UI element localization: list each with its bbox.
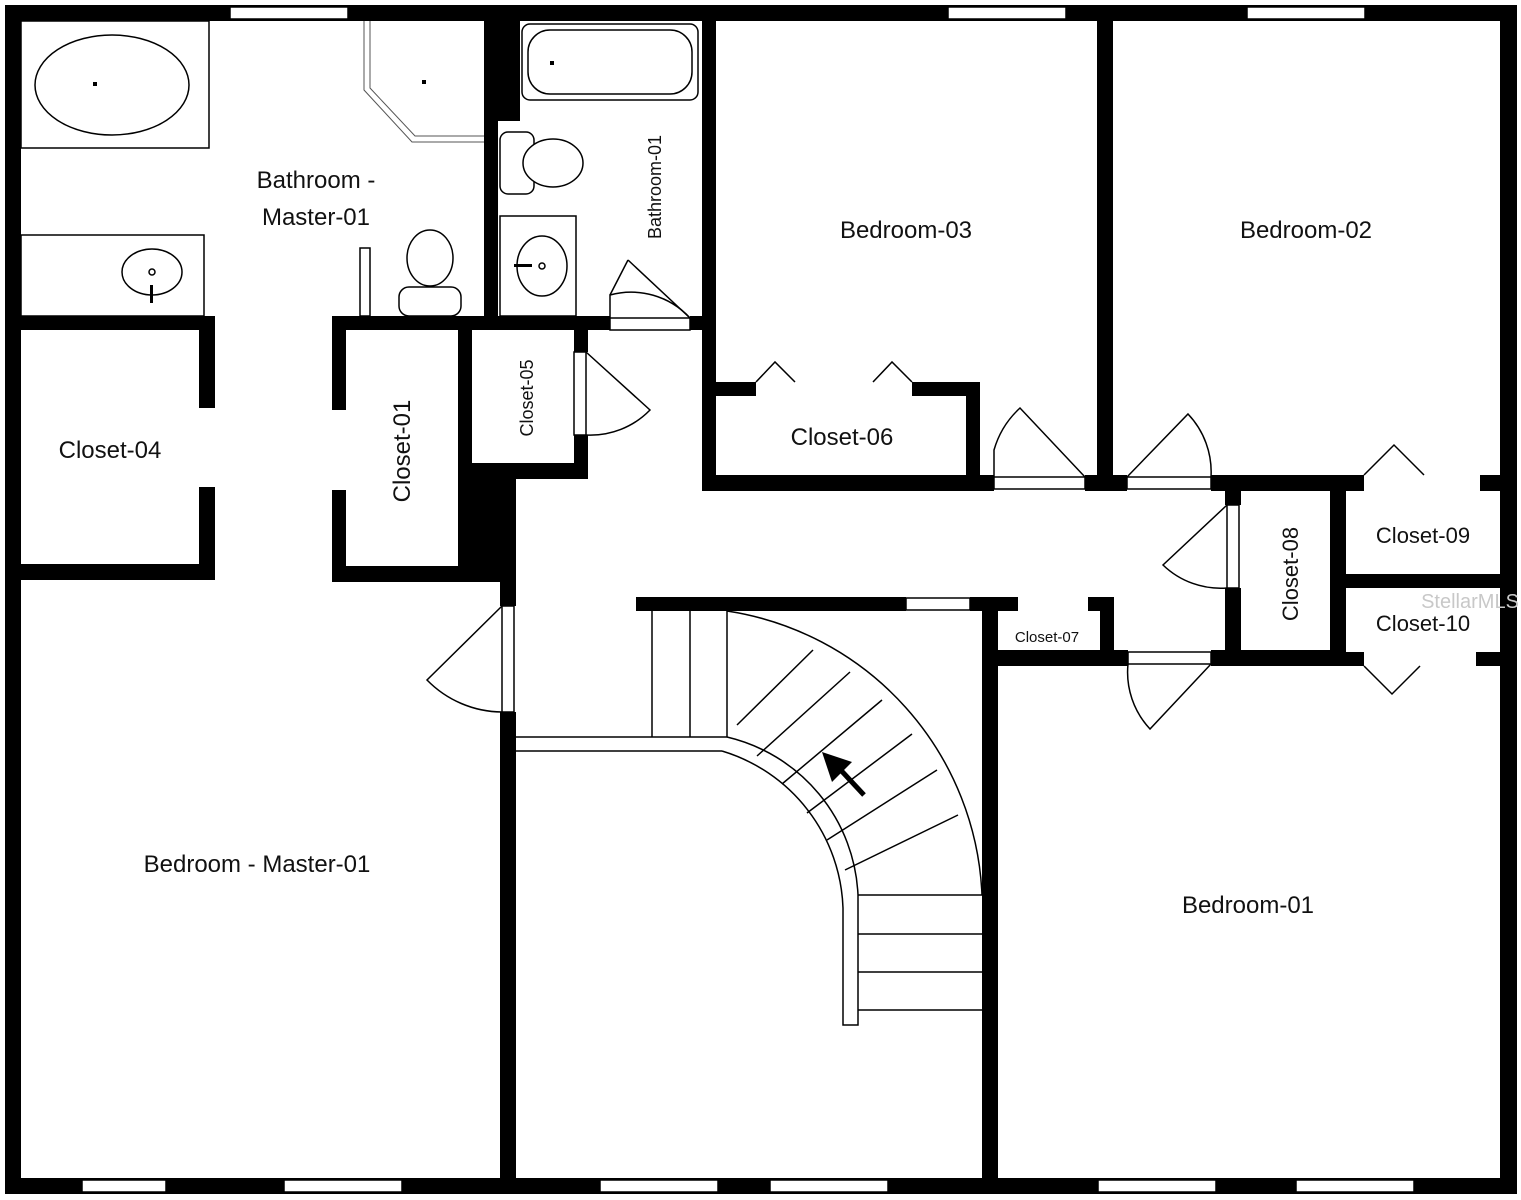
room-label-closet-05: Closet-05 xyxy=(517,359,537,436)
doors xyxy=(425,259,1425,731)
bath-fixtures xyxy=(20,20,699,317)
interior-walls xyxy=(5,5,1517,1194)
watermark: StellarMLS xyxy=(1421,591,1519,613)
room-label-bathroom-master-line1: Bathroom - xyxy=(257,167,376,194)
room-label-bedroom-02: Bedroom-02 xyxy=(1240,217,1372,244)
room-label-bedroom-01: Bedroom-01 xyxy=(1182,892,1314,919)
room-label-bedroom-03: Bedroom-03 xyxy=(840,217,972,244)
room-label-bathroom-01: Bathroom-01 xyxy=(645,135,665,239)
room-label-closet-04: Closet-04 xyxy=(59,437,162,464)
windows xyxy=(81,6,1415,1193)
room-label-closet-06: Closet-06 xyxy=(791,424,894,451)
room-label-bedroom-master-01: Bedroom - Master-01 xyxy=(144,851,371,878)
room-label-bathroom-master-line2: Master-01 xyxy=(262,204,370,231)
room-label-closet-08: Closet-08 xyxy=(1278,527,1303,621)
staircase xyxy=(516,610,983,1026)
room-labels: Bathroom - Master-01 Bathroom-01 Bedroom… xyxy=(59,135,1470,919)
room-label-closet-10: Closet-10 xyxy=(1376,611,1470,636)
room-label-closet-09: Closet-09 xyxy=(1376,523,1470,548)
room-label-closet-07: Closet-07 xyxy=(1015,629,1079,646)
stair-direction-arrow-icon xyxy=(822,752,866,797)
room-label-closet-01: Closet-01 xyxy=(389,400,416,503)
